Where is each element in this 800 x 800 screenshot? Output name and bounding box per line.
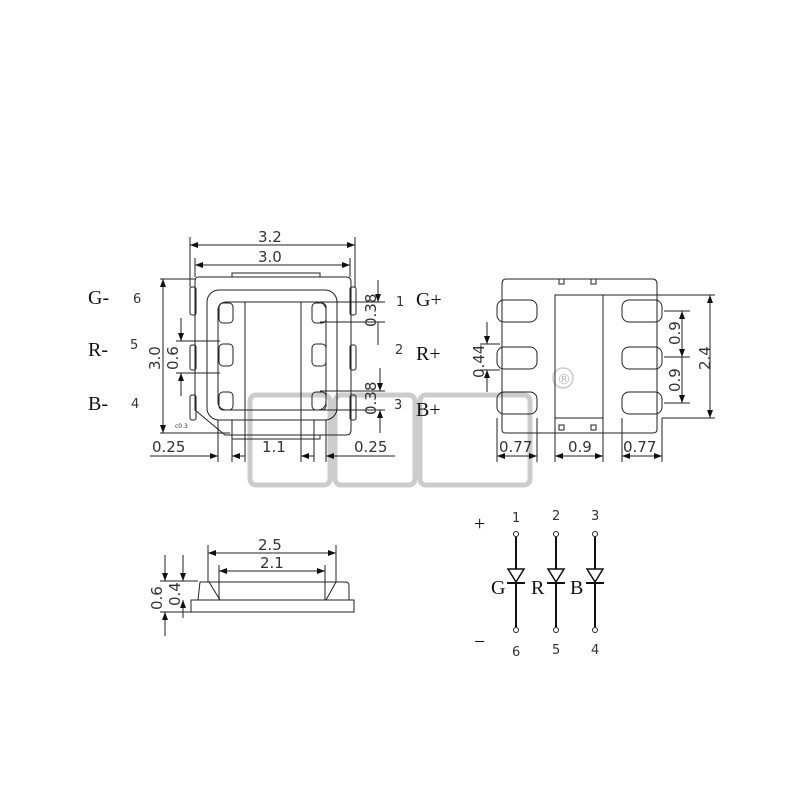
plus-sign: +: [474, 513, 485, 535]
dim-pad-height: 0.6: [164, 346, 182, 370]
dim-margin-right: 0.25: [354, 438, 387, 456]
minus-sign: −: [474, 631, 485, 653]
pin-label-b-minus: B-: [88, 393, 108, 415]
led-g: 1 6 G: [491, 511, 526, 660]
led-label-r: R: [531, 577, 545, 599]
svg-text:®: ®: [557, 372, 571, 388]
pin-label-r-plus: R+: [416, 343, 441, 365]
led-label-b: B: [570, 577, 583, 599]
pin-number-5: 5: [130, 338, 138, 353]
dim-total-height: 2.4: [696, 346, 714, 370]
schematic: + − 1 6 G 2 5 R 3: [474, 509, 605, 660]
dim-height: 3.0: [146, 346, 164, 370]
dim-width-outer: 3.2: [258, 228, 282, 246]
pin-number-3: 3: [394, 398, 402, 413]
dim-top-inner: 2.1: [260, 554, 284, 572]
anode-number-2: 2: [552, 509, 560, 524]
pin-number-6: 6: [133, 292, 141, 307]
dim-pitch-lower: 0.9: [666, 368, 684, 392]
pin-label-b-plus: B+: [416, 399, 441, 421]
pin-number-1: 1: [396, 295, 404, 310]
dim-margin-left: 0.25: [152, 438, 185, 456]
top-view: 3.2 3.0 3.0 0.6 0.38 0.38 0.25 1.1 0.25 …: [88, 228, 442, 462]
cathode-number-4: 4: [591, 643, 599, 658]
pin-number-2: 2: [395, 343, 403, 358]
pin-number-4: 4: [131, 397, 139, 412]
dim-chamfer: c0.3: [175, 423, 188, 430]
cathode-number-6: 6: [512, 645, 520, 660]
led-b: 3 4 B: [570, 509, 605, 658]
dim-center-width: 0.9: [568, 438, 592, 456]
led-label-g: G: [491, 577, 505, 599]
dim-pad-pitch-top: 0.38: [362, 294, 380, 327]
cathode-number-5: 5: [552, 643, 560, 658]
dim-pad-right-width: 0.77: [623, 438, 656, 456]
pads: [189, 286, 357, 421]
watermark-logo: ®: [247, 367, 574, 488]
pin-label-g-minus: G-: [88, 287, 109, 309]
dim-pad-left-width: 0.77: [499, 438, 532, 456]
dim-width-inner: 3.0: [258, 248, 282, 266]
pin-label-g-plus: G+: [416, 289, 442, 311]
dim-pad-pitch-bottom: 0.38: [362, 382, 380, 415]
led-r: 2 5 R: [531, 509, 566, 658]
dim-side-body-height: 0.4: [166, 582, 184, 606]
dim-side-total-height: 0.6: [148, 586, 166, 610]
side-view: 2.5 2.1 0.6 0.4: [148, 536, 355, 636]
dim-bottom-pad-height: 0.44: [470, 345, 488, 378]
anode-number-1: 1: [512, 511, 520, 526]
dim-pitch-upper: 0.9: [666, 321, 684, 345]
anode-number-3: 3: [591, 509, 599, 524]
bottom-view: 0.44 0.9 0.9 2.4 0.77 0.9 0.77: [470, 278, 715, 462]
dim-top-outer: 2.5: [258, 536, 282, 554]
dim-die-width: 1.1: [262, 438, 286, 456]
pin-label-r-minus: R-: [88, 339, 108, 361]
